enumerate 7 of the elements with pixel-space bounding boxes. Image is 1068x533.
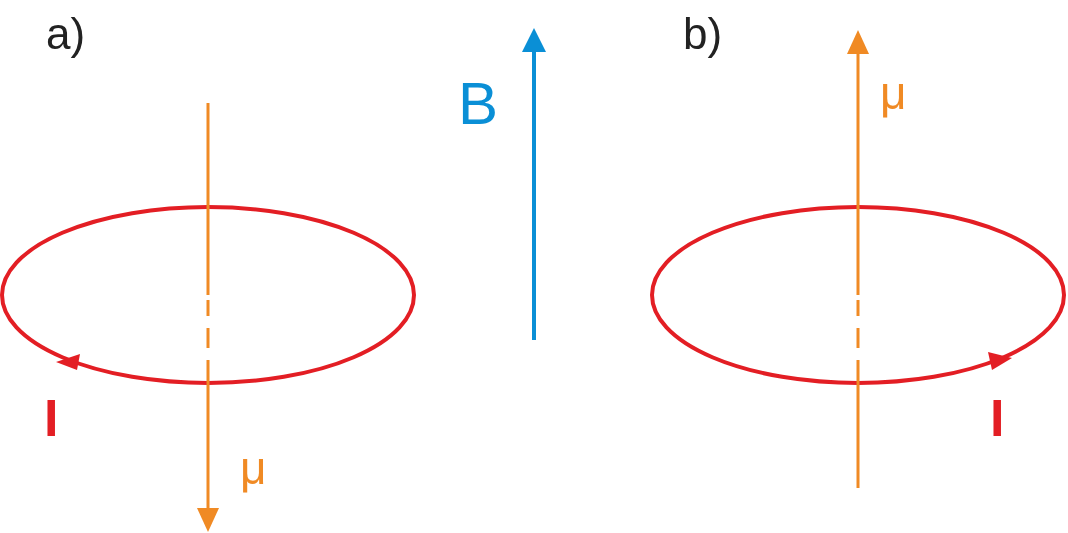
current-label: I: [990, 392, 1005, 444]
moment-label: μ: [880, 70, 907, 116]
moment-label: μ: [240, 445, 267, 491]
current-label: I: [44, 392, 59, 444]
field-label: B: [458, 74, 499, 134]
panel-label: b): [683, 12, 723, 56]
panel-label: a): [46, 12, 86, 56]
